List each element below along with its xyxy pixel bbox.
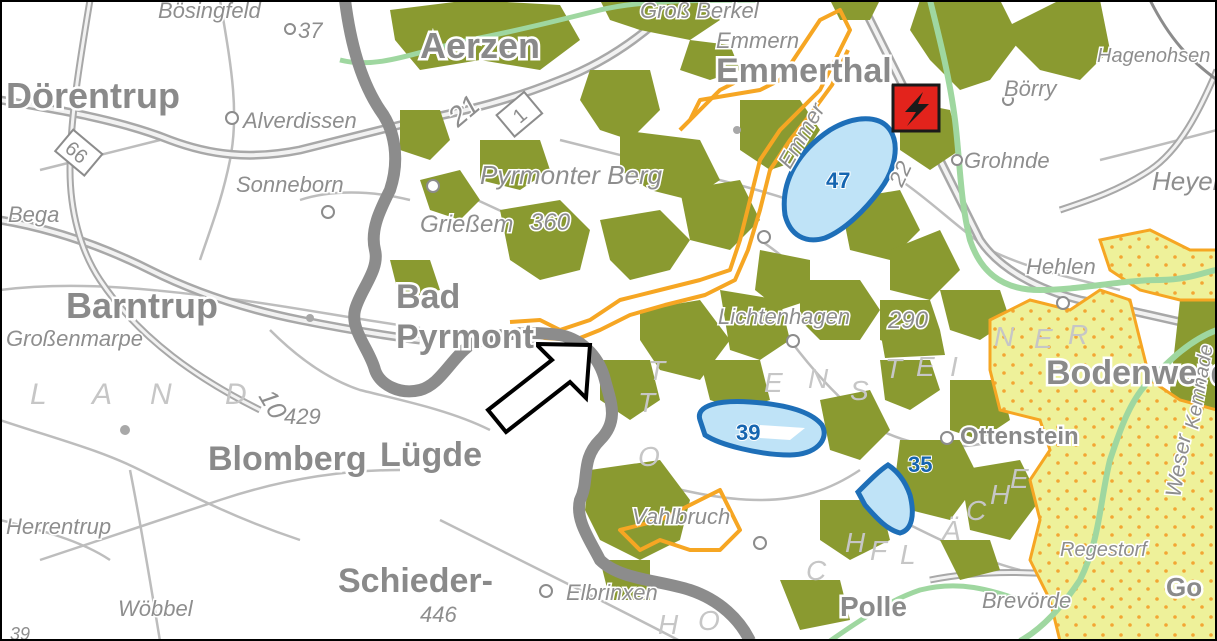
svg-text:Go: Go	[1166, 572, 1202, 602]
svg-text:Grießem: Grießem	[420, 211, 513, 238]
svg-text:Regestorf: Regestorf	[1060, 539, 1149, 561]
region-label-ottensteiner: O T T E N S T E I N E R	[638, 319, 1088, 472]
area-label-47: 47	[826, 168, 850, 193]
svg-text:Börry: Börry	[1004, 76, 1059, 101]
area-label-39: 39	[736, 420, 760, 445]
svg-text:Emmern: Emmern	[716, 28, 799, 53]
protected-area-39-highlight	[760, 425, 805, 440]
svg-text:37: 37	[298, 18, 323, 43]
svg-text:T: T	[885, 353, 904, 384]
protected-area-35	[854, 462, 915, 536]
svg-text:Schieder-: Schieder-	[338, 562, 493, 600]
svg-text:A: A	[90, 378, 112, 411]
svg-text:Herrentrup: Herrentrup	[6, 514, 111, 539]
place-labels: Bösingfeld 37 Aerzen Groß Berkel Emmern …	[4, 0, 1217, 641]
svg-text:Dörentrup: Dörentrup	[6, 75, 180, 116]
svg-text:Hehlen: Hehlen	[1026, 254, 1096, 279]
svg-text:Emmerthal: Emmerthal	[716, 52, 892, 90]
svg-text:Bodenwerder: Bodenwerder	[1046, 354, 1217, 392]
svg-text:I: I	[950, 351, 958, 382]
svg-text:Elbrinxen: Elbrinxen	[566, 580, 658, 605]
svg-text:Alverdissen: Alverdissen	[241, 108, 357, 133]
protected-area-47	[781, 116, 898, 243]
svg-text:Lichtenhagen: Lichtenhagen	[718, 304, 850, 329]
svg-text:E: E	[1010, 463, 1029, 494]
svg-text:L: L	[900, 539, 916, 570]
svg-text:Brevörde: Brevörde	[982, 588, 1071, 613]
svg-text:E: E	[916, 351, 935, 382]
svg-text:Wöbbel: Wöbbel	[118, 596, 194, 621]
svg-text:Polle: Polle	[840, 591, 907, 622]
svg-text:T: T	[648, 355, 667, 386]
svg-text:Pyrmont: Pyrmont	[396, 318, 534, 356]
orange-corridors	[509, 8, 852, 552]
svg-text:F: F	[870, 535, 889, 566]
svg-text:Groß Berkel: Groß Berkel	[640, 0, 760, 23]
svg-text:Aerzen: Aerzen	[420, 25, 540, 66]
svg-text:N: N	[994, 321, 1015, 352]
svg-text:Hagenohsen: Hagenohsen	[1097, 45, 1210, 67]
svg-text:39: 39	[10, 624, 30, 641]
svg-text:H: H	[990, 479, 1011, 510]
numbered-area-labels: 47 39 35	[735, 167, 933, 478]
svg-text:H: H	[845, 527, 866, 558]
lightning-bolt-icon	[905, 92, 929, 126]
svg-text:E: E	[1034, 323, 1053, 354]
small-markers	[120, 126, 741, 435]
svg-text:N: N	[150, 378, 172, 411]
forest-areas	[390, 0, 1217, 630]
svg-text:H: H	[658, 609, 679, 640]
svg-text:Ottenstein: Ottenstein	[960, 423, 1079, 450]
svg-text:360: 360	[530, 209, 571, 236]
svg-text:Bega: Bega	[8, 202, 59, 227]
state-border	[339, 0, 756, 641]
svg-text:C: C	[806, 555, 827, 586]
svg-text:D: D	[225, 378, 247, 411]
region-label-lippe: L A N D	[30, 378, 247, 411]
settlement-markers	[225, 23, 1070, 598]
svg-text:Blomberg: Blomberg	[208, 440, 367, 478]
svg-text:Lügde: Lügde	[380, 436, 482, 474]
pointer-arrow	[485, 341, 593, 435]
svg-text:Heyen: Heyen	[1152, 166, 1217, 196]
svg-text:Vahlbruch: Vahlbruch	[632, 504, 730, 529]
power-plant-symbol	[891, 83, 941, 133]
svg-text:Bösingfeld: Bösingfeld	[158, 0, 262, 23]
svg-text:R: R	[1068, 319, 1088, 350]
svg-text:C: C	[966, 495, 987, 526]
svg-text:N: N	[808, 363, 829, 394]
svg-text:Großenmarpe: Großenmarpe	[6, 326, 143, 351]
svg-text:S: S	[850, 375, 869, 406]
svg-text:Sonneborn: Sonneborn	[236, 172, 344, 197]
arrow-icon	[485, 341, 593, 435]
svg-text:T: T	[638, 387, 657, 418]
svg-text:E: E	[764, 367, 783, 398]
svg-text:Barntrup: Barntrup	[66, 285, 218, 326]
area-label-35: 35	[908, 452, 932, 477]
svg-text:O: O	[698, 605, 720, 636]
region-label-hochflache: H O C H F L Ä C H E	[658, 463, 1029, 640]
svg-text:290: 290	[887, 307, 929, 334]
road-shield-1: 1	[495, 90, 544, 138]
svg-text:L: L	[30, 378, 47, 411]
svg-text:Grohnde: Grohnde	[964, 148, 1050, 173]
svg-text:Bad: Bad	[396, 278, 460, 316]
svg-text:Ä: Ä	[940, 515, 961, 546]
svg-text:446: 446	[420, 602, 457, 627]
svg-text:O: O	[638, 441, 660, 472]
svg-text:429: 429	[284, 404, 321, 429]
svg-text:Pyrmonter Berg: Pyrmonter Berg	[480, 160, 663, 190]
